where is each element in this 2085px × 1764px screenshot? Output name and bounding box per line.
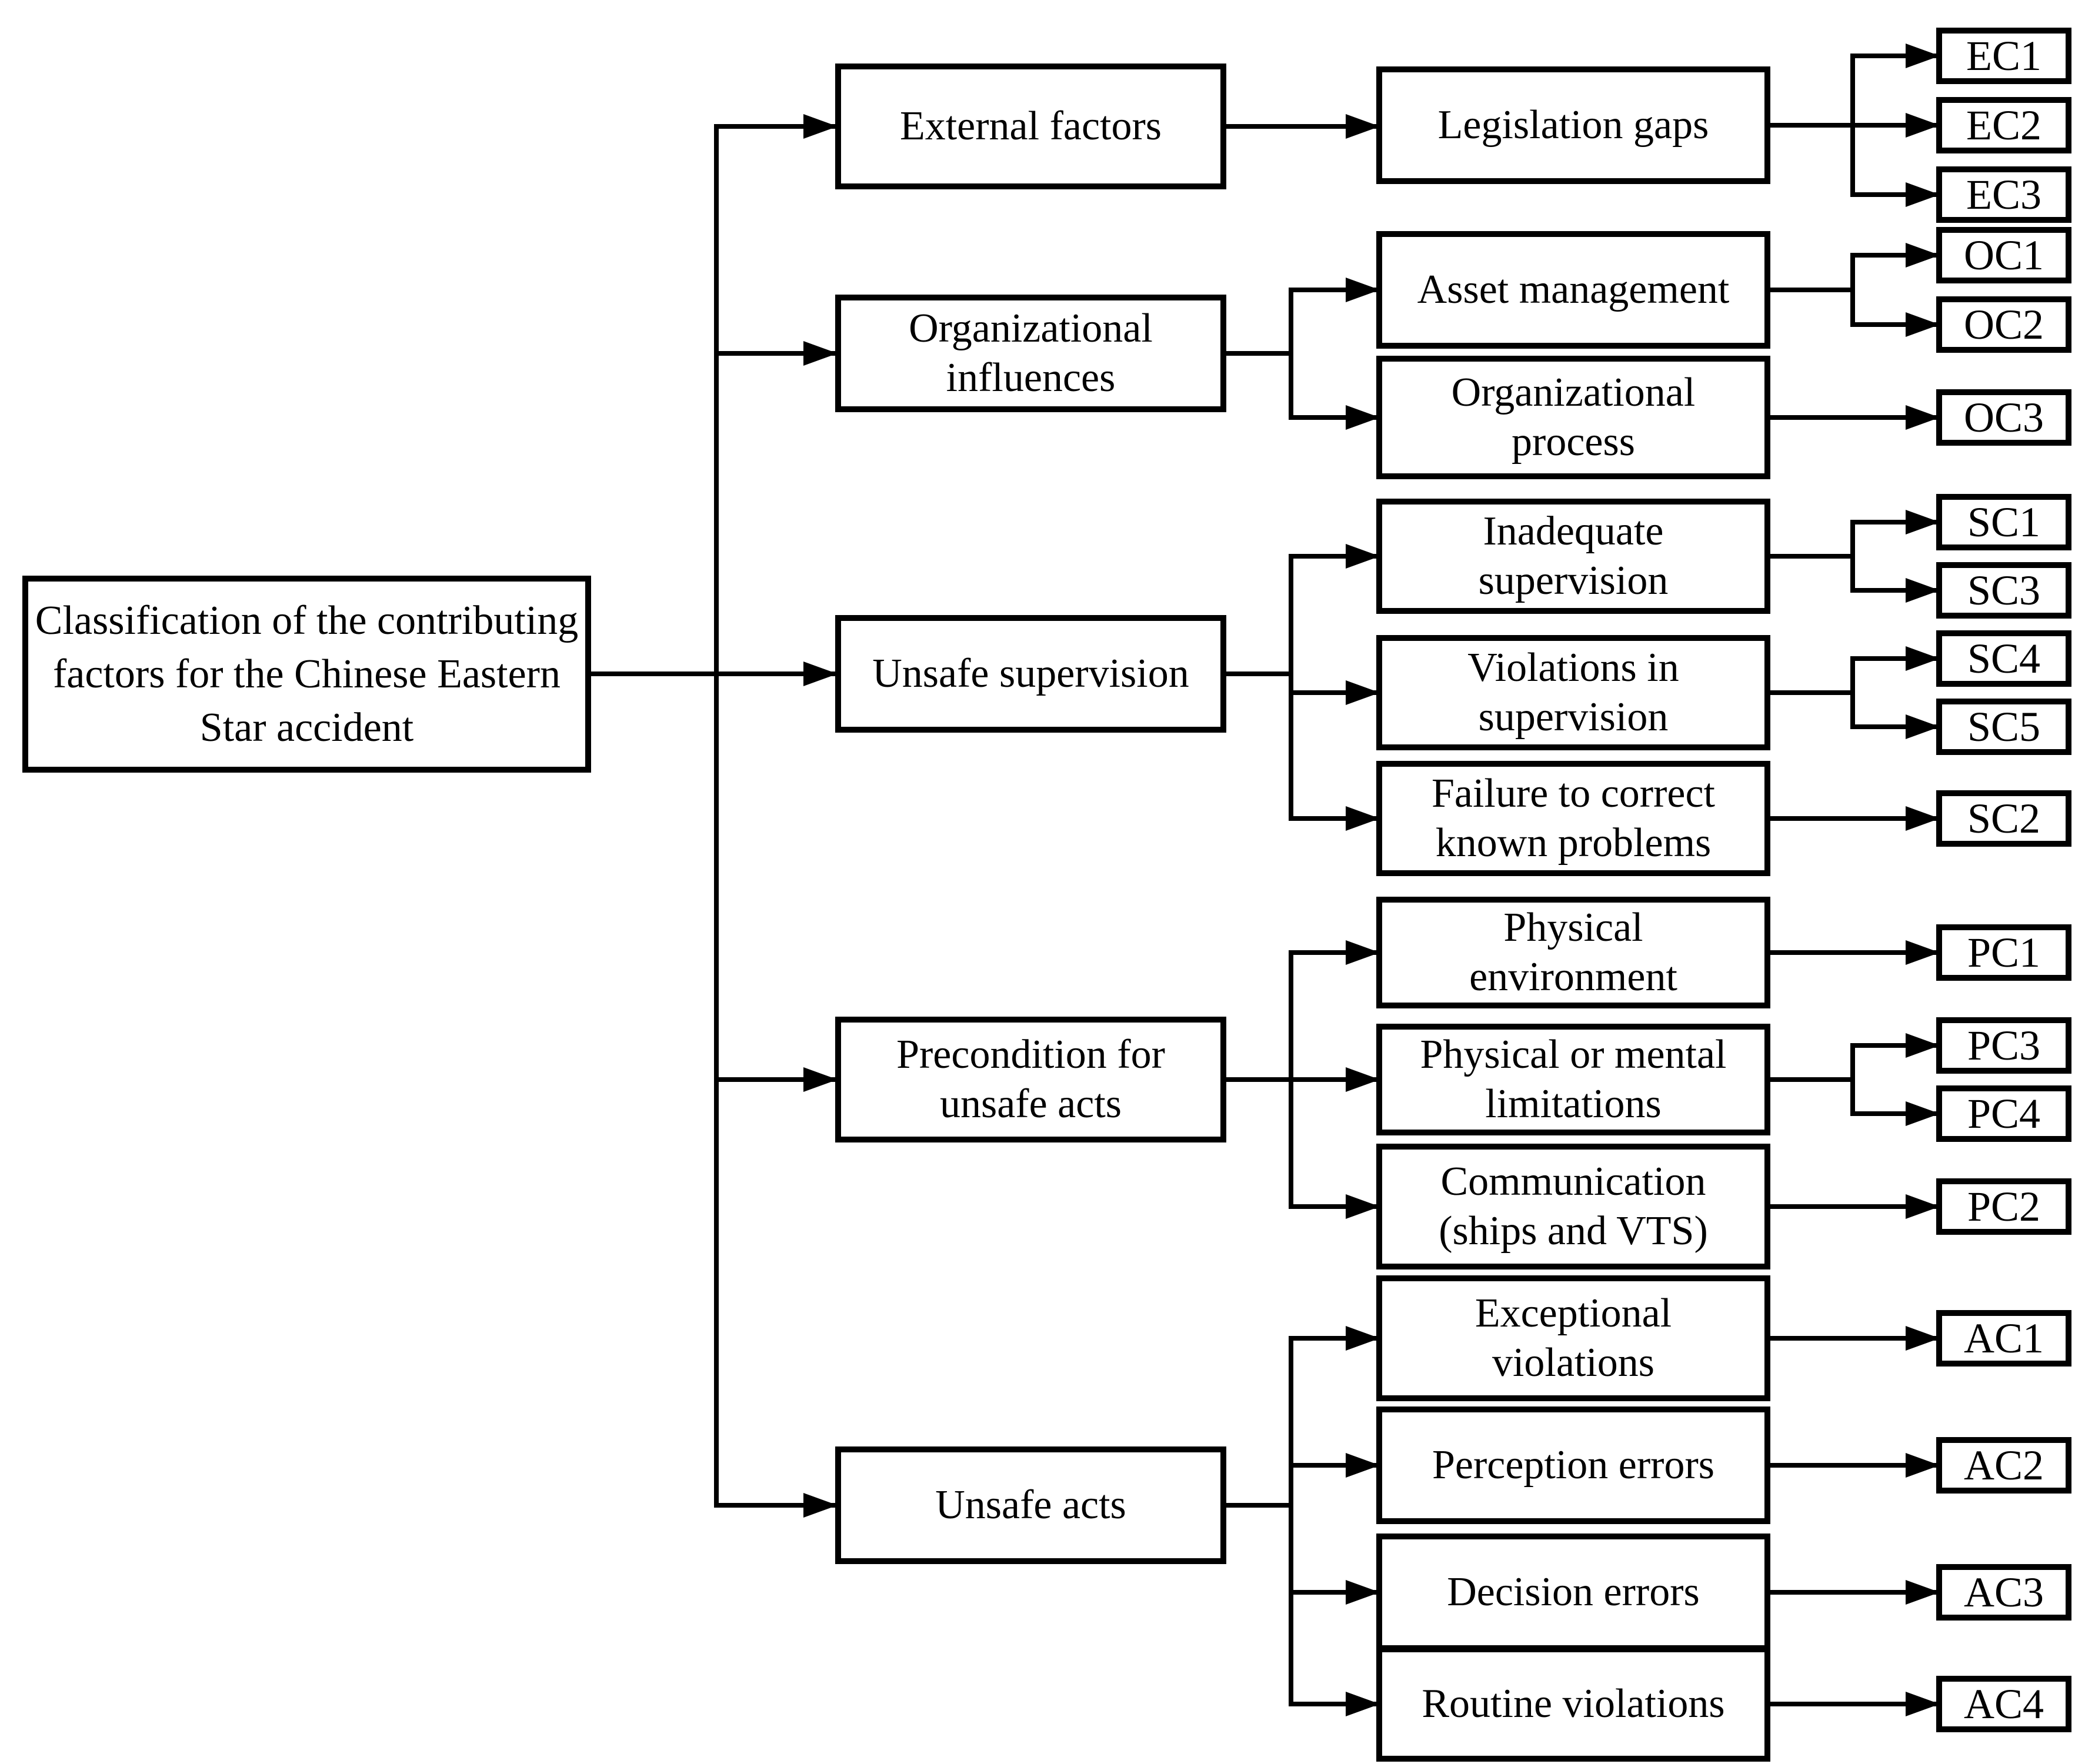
leaf-node-ec2: EC2 <box>1936 97 2071 153</box>
node-label: Communication (ships and VTS) <box>1439 1159 1708 1254</box>
node-label: Inadequate supervision <box>1478 509 1669 603</box>
node-label: External factors <box>899 103 1162 149</box>
leaf-code: SC4 <box>1967 635 2041 682</box>
leaf-node-ec1: EC1 <box>1936 28 2071 84</box>
node-label: Organizational process <box>1451 370 1696 465</box>
leaf-code: PC1 <box>1967 929 2041 976</box>
level2-node-perception-errors: Perception errors <box>1376 1406 1770 1524</box>
leaf-code: AC3 <box>1963 1569 2044 1616</box>
leaf-code: AC4 <box>1963 1681 2044 1728</box>
leaf-code: EC2 <box>1966 102 2041 149</box>
leaf-code: OC1 <box>1963 232 2044 279</box>
leaf-code: PC2 <box>1967 1183 2041 1230</box>
leaf-node-ac2: AC2 <box>1936 1437 2071 1494</box>
level2-node-asset-management: Asset management <box>1376 231 1770 349</box>
leaf-code: SC5 <box>1967 703 2041 750</box>
leaf-node-sc2: SC2 <box>1936 790 2071 847</box>
leaf-code: SC2 <box>1967 795 2041 842</box>
node-label: Exceptional violations <box>1474 1291 1672 1385</box>
root-node-label: Classification of the contributing facto… <box>35 598 579 750</box>
leaf-node-sc5: SC5 <box>1936 699 2071 755</box>
leaf-node-ac4: AC4 <box>1936 1676 2071 1732</box>
level2-node-communication-ships-and-vts: Communication (ships and VTS) <box>1376 1144 1770 1269</box>
leaf-code: EC1 <box>1966 32 2041 79</box>
node-label: Asset management <box>1417 267 1730 312</box>
level2-node-legislation-gaps: Legislation gaps <box>1376 66 1770 184</box>
node-label: Routine violations <box>1422 1681 1725 1726</box>
node-label: Organizational influences <box>909 306 1153 400</box>
level1-node-precondition-for-unsafe-acts: Precondition for unsafe acts <box>835 1017 1226 1142</box>
node-label: Perception errors <box>1432 1442 1715 1488</box>
leaf-code: SC1 <box>1967 499 2041 546</box>
leaf-code: PC3 <box>1967 1022 2041 1069</box>
level2-node-decision-errors: Decision errors <box>1376 1534 1770 1651</box>
leaf-node-pc2: PC2 <box>1936 1178 2071 1235</box>
level2-node-routine-violations: Routine violations <box>1376 1646 1770 1762</box>
node-label: Legislation gaps <box>1437 102 1709 148</box>
leaf-node-oc1: OC1 <box>1936 227 2071 283</box>
leaf-code: OC3 <box>1963 394 2044 441</box>
leaf-node-pc1: PC1 <box>1936 924 2071 981</box>
leaf-code: OC2 <box>1963 301 2044 348</box>
level2-node-failure-to-correct-known-problems: Failure to correct known problems <box>1376 761 1770 876</box>
leaf-node-sc1: SC1 <box>1936 494 2071 550</box>
leaf-node-ac3: AC3 <box>1936 1564 2071 1621</box>
leaf-node-oc2: OC2 <box>1936 296 2071 353</box>
leaf-node-pc3: PC3 <box>1936 1017 2071 1074</box>
node-label: Unsafe acts <box>935 1482 1126 1528</box>
node-label: Violations in supervision <box>1467 645 1679 740</box>
node-label: Unsafe supervision <box>872 651 1189 696</box>
leaf-code: EC3 <box>1966 171 2041 218</box>
level2-node-violations-in-supervision: Violations in supervision <box>1376 635 1770 750</box>
level1-node-organizational-influences: Organizational influences <box>835 295 1226 412</box>
leaf-node-pc4: PC4 <box>1936 1085 2071 1142</box>
leaf-code: SC3 <box>1967 567 2041 614</box>
level2-node-organizational-process: Organizational process <box>1376 356 1770 479</box>
level1-node-external-factors: External factors <box>835 64 1226 189</box>
level1-node-unsafe-supervision: Unsafe supervision <box>835 615 1226 733</box>
node-label: Failure to correct known problems <box>1431 771 1715 866</box>
leaf-node-sc4: SC4 <box>1936 630 2071 687</box>
level2-node-physical-environment: Physical environment <box>1376 897 1770 1008</box>
level1-node-unsafe-acts: Unsafe acts <box>835 1446 1226 1564</box>
leaf-node-oc3: OC3 <box>1936 389 2071 446</box>
node-label: Precondition for unsafe acts <box>896 1032 1165 1127</box>
node-label: Decision errors <box>1447 1569 1700 1615</box>
edges-root-to-level1 <box>588 124 838 1508</box>
root-node: Classification of the contributing facto… <box>22 576 591 773</box>
node-label: Physical environment <box>1469 905 1677 1000</box>
leaf-code: AC2 <box>1963 1442 2044 1489</box>
leaf-node-ec3: EC3 <box>1936 166 2071 223</box>
level2-node-exceptional-violations: Exceptional violations <box>1376 1275 1770 1401</box>
level2-node-inadequate-supervision: Inadequate supervision <box>1376 499 1770 614</box>
leaf-code: PC4 <box>1967 1090 2041 1137</box>
node-label: Physical or mental limitations <box>1420 1032 1727 1127</box>
leaf-code: AC1 <box>1963 1315 2044 1362</box>
leaf-node-ac1: AC1 <box>1936 1310 2071 1367</box>
leaf-node-sc3: SC3 <box>1936 562 2071 619</box>
level2-node-physical-or-mental-limitations: Physical or mental limitations <box>1376 1024 1770 1135</box>
